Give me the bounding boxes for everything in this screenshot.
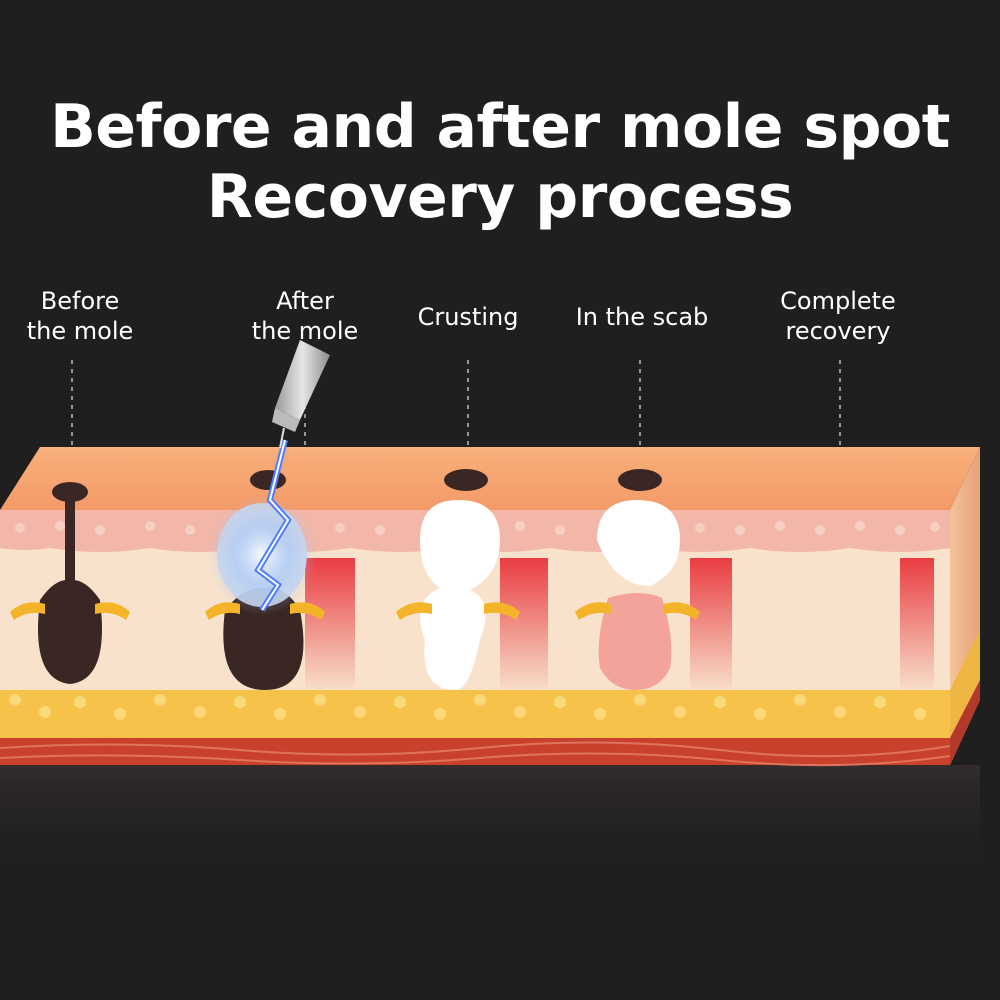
stage-label-recovery-line-2: recovery	[785, 317, 891, 345]
stage-label-after-line-1: After	[276, 287, 334, 315]
stage-label-scab-line-1: In the scab	[575, 303, 709, 331]
stage-label-scab: In the scab	[547, 302, 737, 332]
stage-label-crusting: Crusting	[373, 302, 563, 332]
inflammation-streak	[900, 558, 934, 693]
muscle-fiber	[0, 752, 951, 767]
skin-surface	[0, 447, 980, 510]
title-line-1: Before and after mole spot	[50, 92, 950, 162]
floor-shadow	[0, 765, 980, 875]
muscle-layer	[0, 738, 950, 765]
title-line-2: Recovery process	[206, 162, 794, 232]
mole-before	[10, 482, 130, 684]
scab-wound	[575, 469, 700, 690]
inflammation-streak	[500, 558, 548, 693]
stage-label-recovery: Complete recovery	[743, 286, 933, 346]
epidermis-cells	[15, 521, 940, 535]
inflammation-streak	[690, 558, 732, 693]
muscle-fiber	[0, 741, 951, 758]
stage-label-before-line-1: Before	[40, 287, 120, 315]
fat-cells	[9, 694, 926, 720]
stage-label-after: After the mole	[210, 286, 400, 346]
side-muscle-layer	[950, 680, 980, 765]
lightning-spark-icon	[254, 439, 292, 612]
side-fat-layer	[950, 630, 980, 738]
page-title: Before and after mole spot Recovery proc…	[0, 92, 1000, 232]
inflammation-streak	[305, 558, 355, 693]
stage-label-crusting-line-1: Crusting	[417, 303, 519, 331]
crusting-wound	[396, 469, 520, 690]
stage-label-recovery-line-1: Complete	[780, 287, 896, 315]
stage-label-before: Before the mole	[0, 286, 175, 346]
laser-pen-icon	[272, 340, 330, 449]
stage-label-before-line-2: the mole	[26, 317, 134, 345]
stage-label-after-line-2: the mole	[251, 317, 359, 345]
